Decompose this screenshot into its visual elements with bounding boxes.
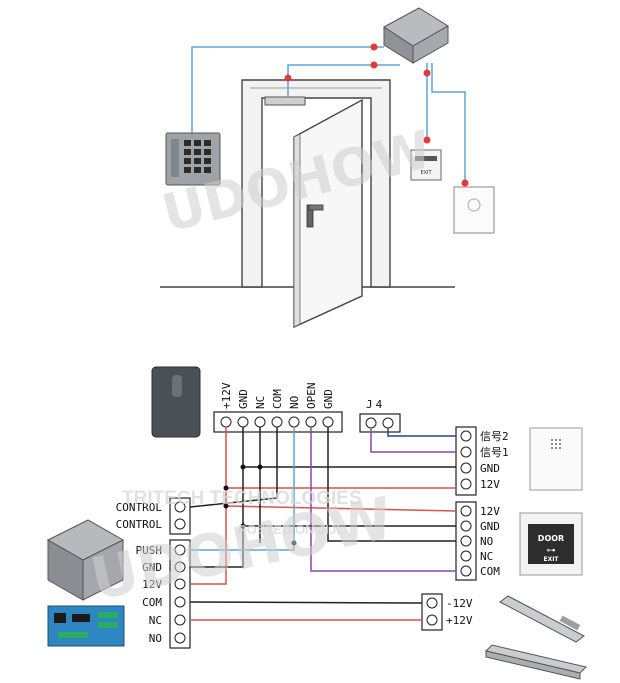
terminal-label: NO bbox=[480, 535, 493, 548]
doorbell-terminal-labels: 信号2 信号1 GND 12V bbox=[480, 430, 509, 491]
terminal-label: COM bbox=[142, 596, 162, 609]
top-connection-dots bbox=[284, 43, 469, 187]
doorbell-top bbox=[453, 186, 495, 234]
wire-junction-dots bbox=[223, 464, 297, 546]
terminal-label: +12V bbox=[446, 614, 473, 627]
terminal-label: NC bbox=[254, 396, 267, 409]
terminal-label: 12V bbox=[142, 578, 162, 591]
electric-bolt-lock bbox=[499, 595, 585, 643]
doorbell-terminal-block bbox=[455, 426, 477, 496]
power-supply-box bbox=[46, 519, 125, 601]
key-icon: ⊶ bbox=[547, 546, 556, 556]
schematic-wires bbox=[189, 427, 457, 621]
j4-connector bbox=[359, 413, 401, 433]
terminal-label: COM bbox=[271, 389, 284, 409]
terminal-label: OPEN bbox=[305, 383, 318, 410]
controller-terminal-block bbox=[213, 411, 343, 433]
terminal-label: PUSH bbox=[136, 544, 163, 557]
magnetic-lock bbox=[264, 96, 306, 106]
terminal-label: -12V bbox=[446, 597, 473, 610]
terminal-label: +12V bbox=[220, 382, 233, 409]
exit-button-top-label: EXIT bbox=[420, 170, 432, 176]
power-supply-box-top bbox=[383, 7, 449, 64]
power-control-terminal-block bbox=[169, 497, 191, 535]
terminal-label: GND bbox=[237, 389, 250, 409]
terminal-label: GND bbox=[142, 561, 162, 574]
card-reader bbox=[151, 366, 201, 438]
lock-terminal-labels: -12V +12V bbox=[446, 597, 473, 627]
exit-button-top: EXIT bbox=[410, 149, 442, 181]
magnetic-lock-bottom bbox=[485, 644, 587, 680]
power-supply-terminal-block bbox=[169, 539, 191, 649]
terminal-label: 12V bbox=[480, 505, 500, 518]
door-exit-button: DOOR ⊶ EXIT bbox=[519, 512, 583, 576]
power-control-labels: CONTROL CONTROL bbox=[116, 501, 163, 531]
terminal-label: 12V bbox=[480, 478, 500, 491]
terminal-label: NO bbox=[288, 396, 301, 409]
terminal-label: GND bbox=[322, 389, 335, 409]
door-exit-text: DOOR bbox=[538, 534, 564, 543]
exit-text: EXIT bbox=[543, 556, 559, 563]
terminal-label: CONTROL bbox=[116, 501, 163, 514]
terminal-label: NC bbox=[149, 614, 162, 627]
door-frame bbox=[241, 79, 391, 288]
doorbell bbox=[529, 427, 583, 491]
terminal-label: COM bbox=[480, 565, 500, 578]
terminal-label: NC bbox=[480, 550, 493, 563]
controller-board bbox=[47, 605, 125, 647]
posted-watermark: POSTED ON JIJI bbox=[238, 522, 340, 537]
terminal-label: NO bbox=[149, 632, 162, 645]
keypad-reader bbox=[165, 132, 221, 186]
terminal-label: GND bbox=[480, 462, 500, 475]
open-door bbox=[293, 98, 363, 329]
power-supply-labels: PUSH GND 12V COM NC NO bbox=[136, 544, 163, 645]
wiring-schematic: +12V GND NC COM NO OPEN GND J4 信号2 信号1 G… bbox=[46, 366, 587, 680]
terminal-label: 信号2 bbox=[480, 430, 509, 443]
button-terminal-labels: 12V GND NO NC COM bbox=[480, 505, 500, 578]
lock-terminal-block bbox=[421, 593, 443, 631]
terminal-label: GND bbox=[480, 520, 500, 533]
controller-terminal-labels: +12V GND NC COM NO OPEN GND bbox=[220, 382, 335, 409]
terminal-label: 信号1 bbox=[480, 446, 509, 459]
terminal-label: CONTROL bbox=[116, 518, 163, 531]
j4-label: J4 bbox=[366, 398, 385, 411]
button-terminal-block bbox=[455, 501, 477, 581]
seller-watermark: TRITECH TECHNOLOGIES bbox=[122, 488, 362, 509]
installation-illustration: EXIT bbox=[160, 7, 495, 329]
